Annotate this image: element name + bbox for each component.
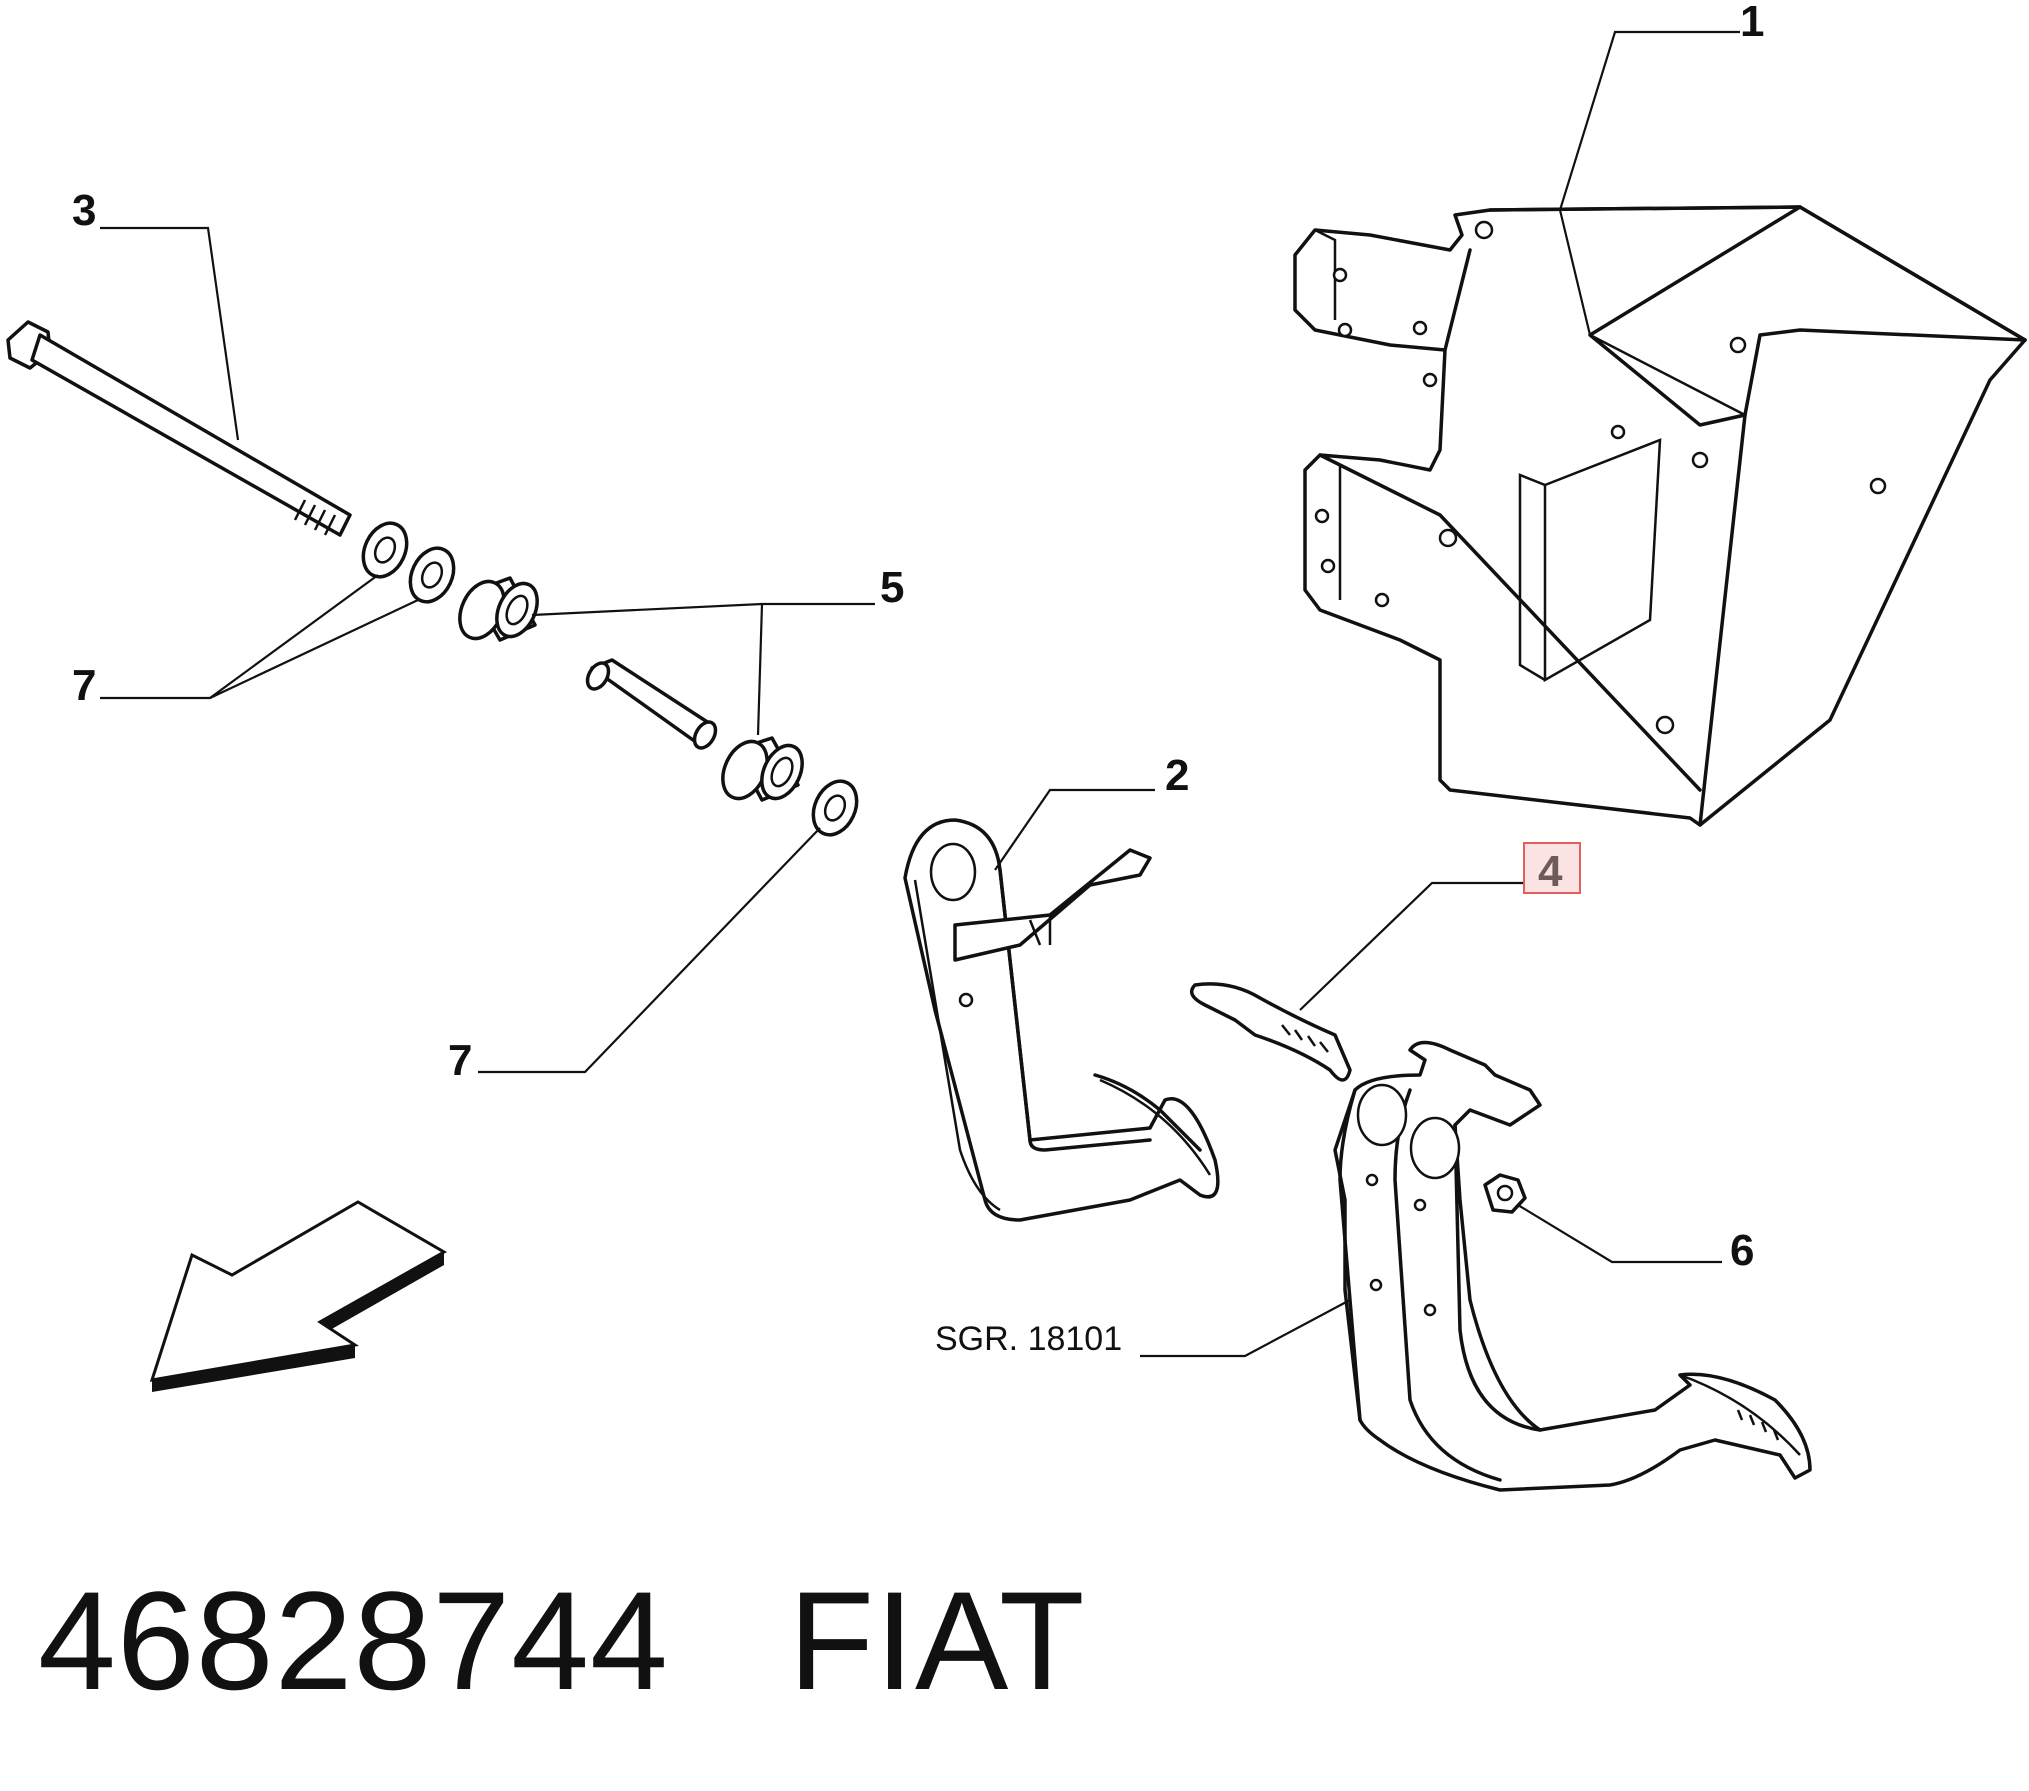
pivot-bolt	[6, 320, 352, 537]
twin-pedal-assembly	[1333, 1040, 1812, 1492]
callout-7-upper: 7	[72, 661, 96, 710]
callout-7-lower: 7	[448, 1036, 472, 1085]
pedal-lever	[903, 818, 1220, 1222]
flange-nut	[1483, 1173, 1527, 1214]
direction-arrow	[149, 1200, 448, 1392]
brand-name: FIAT	[788, 1562, 1086, 1719]
callout-4-highlight	[1523, 842, 1581, 894]
spacer-tube	[585, 658, 718, 750]
washer-lower	[811, 779, 859, 837]
callout-4: 4	[1538, 847, 1563, 896]
bushing-upper	[458, 576, 539, 642]
callout-2: 2	[1165, 751, 1189, 800]
bushing-lower	[721, 736, 804, 802]
washer-upper-1	[361, 521, 409, 579]
reference-label: SGR. 18101	[935, 1320, 1122, 1358]
part-footer: 46828744 FIAT	[38, 1560, 1086, 1722]
callout-1: 1	[1740, 0, 1764, 46]
callout-3: 3	[72, 186, 96, 235]
washer-upper-2	[408, 546, 456, 604]
pedal-bracket-housing	[1293, 205, 2027, 827]
leader-lines	[100, 30, 1740, 1358]
pedal-pad	[1189, 982, 1352, 1082]
callout-6: 6	[1730, 1226, 1754, 1275]
callout-5: 5	[880, 563, 904, 612]
part-number: 46828744	[38, 1562, 669, 1719]
